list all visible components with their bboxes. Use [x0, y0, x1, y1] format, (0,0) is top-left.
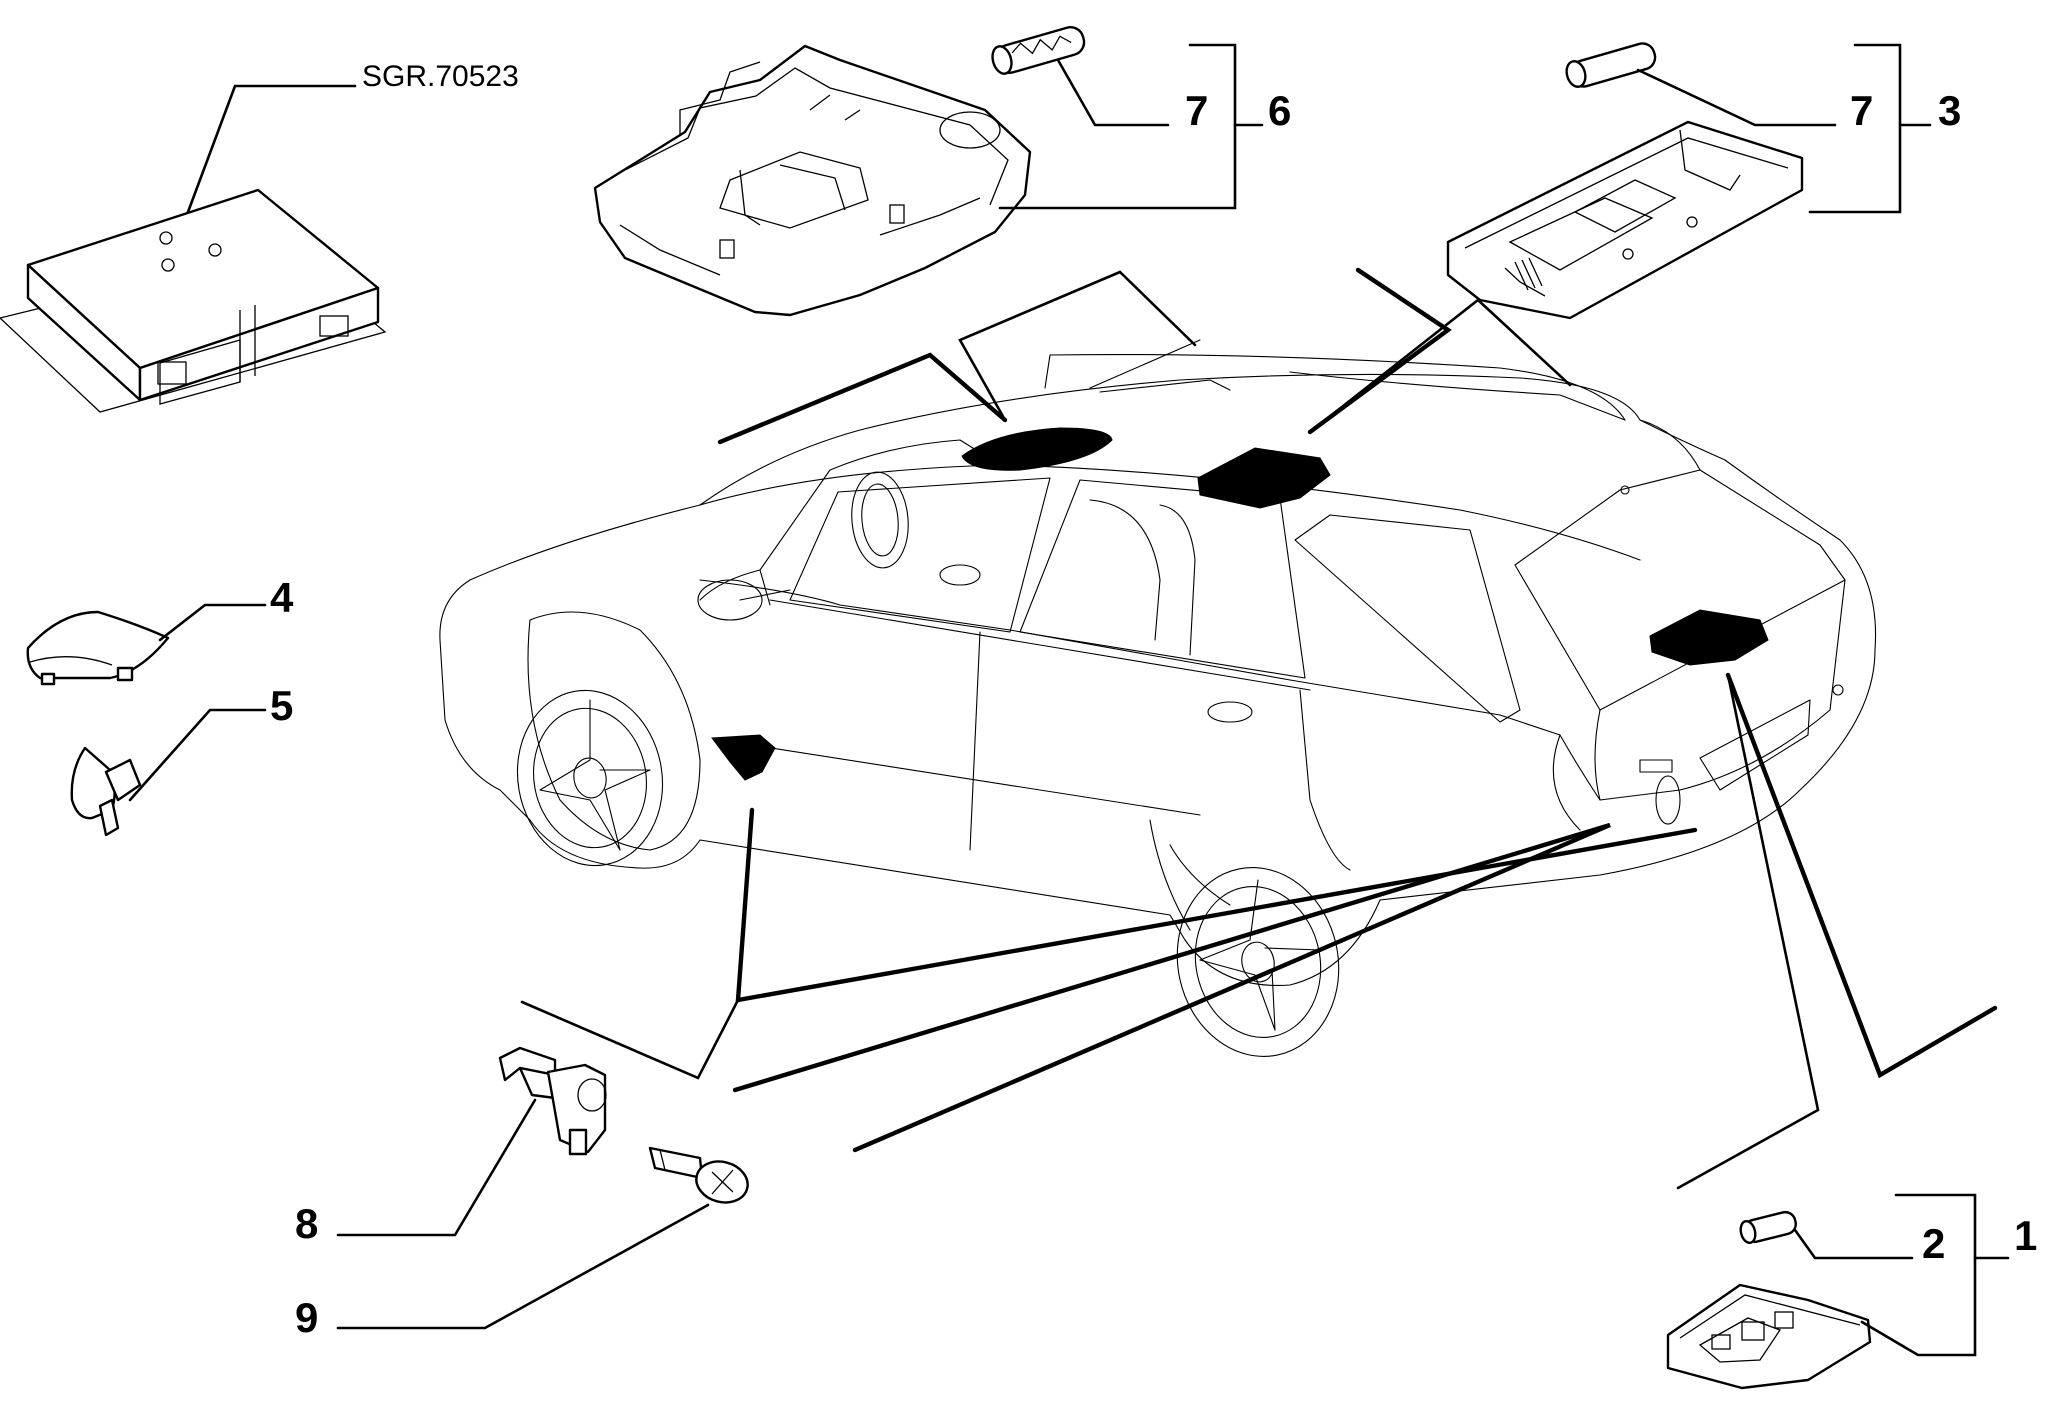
retaining-clip — [70, 746, 142, 837]
callout-2: 2 — [1922, 1220, 1945, 1267]
control-unit-box — [0, 188, 387, 413]
callout-7b: 7 — [1850, 87, 1873, 134]
location-boot-lamp — [1649, 609, 1769, 666]
boot-lamp — [1666, 1283, 1872, 1390]
location-centre-lamp — [1197, 447, 1331, 509]
leader-4 — [158, 603, 267, 642]
bracket-3 — [1808, 43, 1902, 214]
callout-6: 6 — [1268, 87, 1291, 134]
leader-8 — [336, 1098, 537, 1237]
centre-roof-lamp — [1446, 120, 1804, 320]
lamp-cover — [26, 610, 170, 686]
front-roof-lamp — [593, 44, 1032, 317]
callout-5: 5 — [270, 682, 293, 729]
bracket-1 — [1860, 1193, 1977, 1357]
callout-9: 9 — [295, 1294, 318, 1341]
fixing-screw — [648, 1146, 749, 1204]
bulb-boot-lamp — [1739, 1210, 1797, 1245]
callout-7a: 7 — [1185, 87, 1208, 134]
leader-9 — [336, 1203, 710, 1330]
callout-4: 4 — [270, 574, 294, 621]
bulb-front-lamp — [991, 26, 1086, 75]
leader-5 — [128, 708, 267, 802]
callout-3: 3 — [1938, 87, 1961, 134]
leader-7a — [1056, 58, 1170, 127]
bulb-centre-lamp — [1565, 42, 1657, 88]
leader-control-unit — [186, 84, 357, 214]
door-switch — [498, 1046, 607, 1156]
location-front-lamp — [961, 427, 1113, 471]
callout-8: 8 — [295, 1200, 318, 1247]
location-door-switch — [711, 734, 776, 781]
reference-code: SGR.70523 — [362, 60, 519, 93]
leader-7b — [1636, 68, 1837, 127]
car-outline — [439, 339, 1877, 1057]
leader-2 — [1793, 1228, 1914, 1260]
bracket-6 — [998, 43, 1237, 210]
callout-1: 1 — [2014, 1212, 2037, 1259]
location-guide-lines — [520, 267, 1998, 1190]
